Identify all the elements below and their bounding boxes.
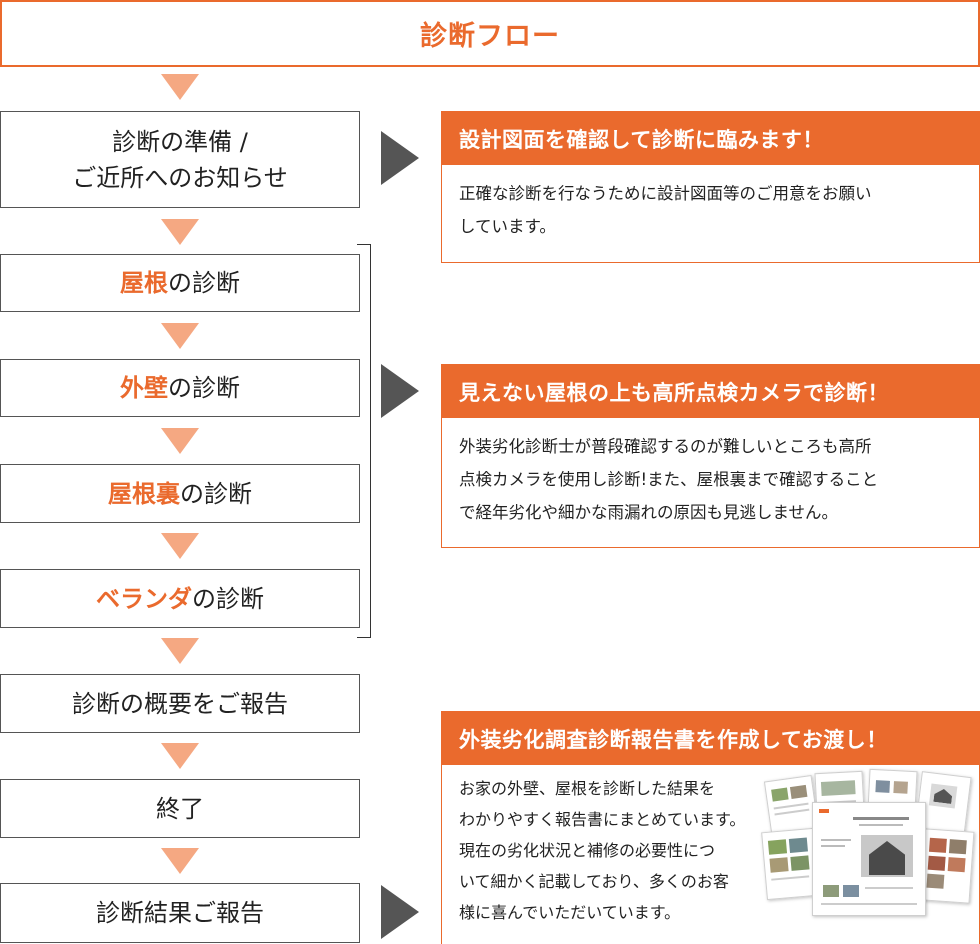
step-veranda: ベランダの診断 (0, 569, 360, 628)
report-body: お家の外壁、屋根を診断した結果を わかりやすく報告書にまとめています。 現在の劣… (442, 765, 795, 928)
report-document-image (761, 768, 975, 918)
step-veranda-label: の診断 (192, 584, 264, 613)
report-text: いて細かく記載しており、多くのお客 (459, 872, 729, 891)
step-attic-highlight: 屋根裏 (108, 479, 180, 508)
step-end: 終了 (0, 779, 360, 838)
report-text: わかりやすく報告書にまとめています。 (459, 810, 746, 829)
down-arrow-icon (161, 533, 199, 559)
camera-inspection-body: 外装劣化診断士が普段確認するのが難しいところも高所 点検カメラを使用し診断!また… (442, 418, 979, 529)
down-arrow-icon (161, 743, 199, 769)
step-veranda-highlight: ベランダ (96, 584, 192, 613)
report-text: 様に喜んでいただいています。 (459, 903, 681, 922)
right-arrow-icon (381, 131, 419, 185)
design-check-heading: 設計図面を確認して診断に臨みます！ (442, 112, 979, 165)
step-prepare: 診断の準備 / ご近所へのお知らせ (0, 111, 360, 208)
design-check-card: 設計図面を確認して診断に臨みます！ 正確な診断を行なうために設計図面等のご用意を… (441, 111, 980, 263)
step-attic-label: の診断 (180, 479, 252, 508)
step-prepare-line2: ご近所へのお知らせ (72, 163, 288, 192)
design-check-body: 正確な診断を行なうために設計図面等のご用意をお願い しています。 (442, 165, 979, 243)
report-heading: 外装劣化調査診断報告書を作成してお渡し！ (442, 712, 979, 765)
step-summary: 診断の概要をご報告 (0, 674, 360, 733)
camera-inspection-text: 外装劣化診断士が普段確認するのが難しいところも高所 (459, 437, 872, 456)
step-roof-label: の診断 (168, 269, 240, 297)
down-arrow-icon (161, 74, 199, 100)
report-text: お家の外壁、屋根を診断した結果を (459, 779, 716, 798)
right-arrow-icon (381, 885, 419, 939)
design-check-text: 正確な診断を行なうために設計図面等のご用意をお願い (459, 184, 872, 203)
design-check-text: しています。 (459, 217, 556, 236)
step-wall: 外壁の診断 (0, 359, 360, 417)
down-arrow-icon (161, 219, 199, 245)
down-arrow-icon (161, 323, 199, 349)
camera-inspection-heading: 見えない屋根の上も高所点検カメラで診断！ (442, 365, 979, 418)
right-arrow-icon (381, 364, 419, 418)
down-arrow-icon (161, 428, 199, 454)
step-prepare-line1: 診断の準備 / (112, 127, 248, 156)
camera-inspection-text: 点検カメラを使用し診断!また、屋根裏まで確認すること (459, 470, 879, 489)
camera-inspection-text: で経年劣化や細かな雨漏れの原因も見逃しません。 (459, 503, 839, 522)
step-roof: 屋根の診断 (0, 254, 360, 312)
inspection-group-bracket (357, 244, 371, 638)
step-wall-label: の診断 (168, 374, 240, 402)
report-card: 外装劣化調査診断報告書を作成してお渡し！ お家の外壁、屋根を診断した結果を わか… (441, 711, 980, 944)
step-result: 診断結果ご報告 (0, 883, 360, 943)
step-attic: 屋根裏の診断 (0, 464, 360, 523)
flow-title: 診断フロー (0, 0, 980, 67)
step-roof-highlight: 屋根 (120, 269, 168, 297)
step-wall-highlight: 外壁 (120, 374, 168, 402)
camera-inspection-card: 見えない屋根の上も高所点検カメラで診断！ 外装劣化診断士が普段確認するのが難しい… (441, 364, 980, 548)
down-arrow-icon (161, 638, 199, 664)
down-arrow-icon (161, 848, 199, 874)
report-text: 現在の劣化状況と補修の必要性につ (459, 841, 716, 860)
